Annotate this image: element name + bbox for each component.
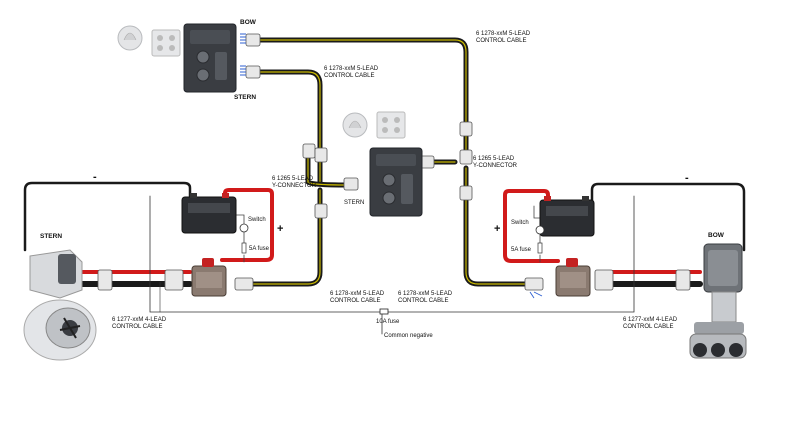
label-minus-right: -: [685, 172, 689, 184]
label-yconn-right-1: 6 1265 5-LEAD: [473, 156, 515, 162]
connectors: [97, 33, 691, 291]
positive-wire-left: [220, 188, 274, 262]
touch-panel-icon: [151, 29, 181, 57]
negative-wire-left: [23, 181, 192, 252]
label-cable-bot-right-2: CONTROL CABLE: [398, 298, 448, 304]
center-panel-option-icons: [342, 111, 406, 139]
label-switch-right: Switch: [511, 220, 529, 226]
control-cables: [247, 37, 538, 287]
label-bow-top: BOW: [240, 19, 257, 26]
main-switch-left: [191, 258, 227, 297]
connector-wire-leads: [240, 33, 543, 299]
control-cable-left-down: [247, 187, 323, 287]
bow-control-panel: [183, 23, 237, 93]
bow-panel-option-icons: [117, 25, 181, 57]
label-cable-top-mid-1: 6 1278-xxM 5-LEAD: [324, 66, 379, 72]
negative-wire-right: [590, 182, 746, 252]
label-fuse-right: 5A fuse: [511, 247, 532, 253]
label-cable-top-mid-2: CONTROL CABLE: [324, 73, 374, 79]
label-four-lead-left-2: CONTROL CABLE: [112, 324, 162, 330]
label-cable-top-right-1: 6 1278-xxM 5-LEAD: [476, 31, 531, 37]
label-cable-bot-left-1: 6 1278-xxM 5-LEAD: [330, 291, 385, 297]
label-plus-left: +: [277, 223, 283, 235]
positive-wire-right: [503, 189, 560, 263]
label-stern-thruster: STERN: [40, 233, 62, 240]
label-minus-left: -: [93, 171, 97, 183]
label-cable-top-right-2: CONTROL CABLE: [476, 38, 526, 44]
main-switch-right: [555, 258, 591, 297]
fuse-5a-right: [537, 242, 543, 254]
label-fuse-10a: 10A fuse: [376, 319, 400, 325]
label-four-lead-right-2: CONTROL CABLE: [623, 324, 673, 330]
label-cable-bot-right-1: 6 1278-xxM 5-LEAD: [398, 291, 453, 297]
switch-right-icon: [535, 225, 545, 235]
label-four-lead-right-1: 6 1277-xxM 4-LEAD: [623, 317, 678, 323]
label-cable-bot-left-2: CONTROL CABLE: [330, 298, 380, 304]
fuse-10a: [379, 308, 389, 315]
label-bow-thruster: BOW: [708, 232, 725, 239]
label-yconn-right-2: Y-CONNECTOR: [473, 163, 518, 169]
label-common-negative: Common negative: [384, 333, 433, 339]
label-stern-top: STERN: [234, 94, 256, 101]
label-yconn-left-1: 6 1265 5-LEAD: [272, 176, 314, 182]
label-four-lead-left-1: 6 1277-xxM 4-LEAD: [112, 317, 167, 323]
switch-left-icon: [239, 223, 249, 233]
center-control-panel: [369, 147, 423, 217]
label-plus-right: +: [494, 223, 500, 235]
battery-right: [539, 196, 595, 237]
label-fuse-left: 5A fuse: [249, 246, 270, 252]
battery-left: [181, 193, 237, 234]
label-switch-left: Switch: [248, 217, 266, 223]
fuse-5a-left: [241, 242, 247, 254]
text-labels: BOW STERN 6 1278-xxM 5-LEAD CONTROL CABL…: [40, 19, 725, 339]
bow-thruster: [689, 243, 747, 359]
common-negative-bus: [149, 195, 635, 313]
control-cable-right-down: [463, 165, 538, 287]
label-yconn-left-2: Y-CONNECTOR: [272, 183, 317, 189]
control-cable-top: [255, 37, 469, 163]
label-stern-panel: STERN: [344, 200, 364, 206]
stern-thruster: [23, 249, 97, 361]
control-cable-mid: [255, 69, 323, 185]
